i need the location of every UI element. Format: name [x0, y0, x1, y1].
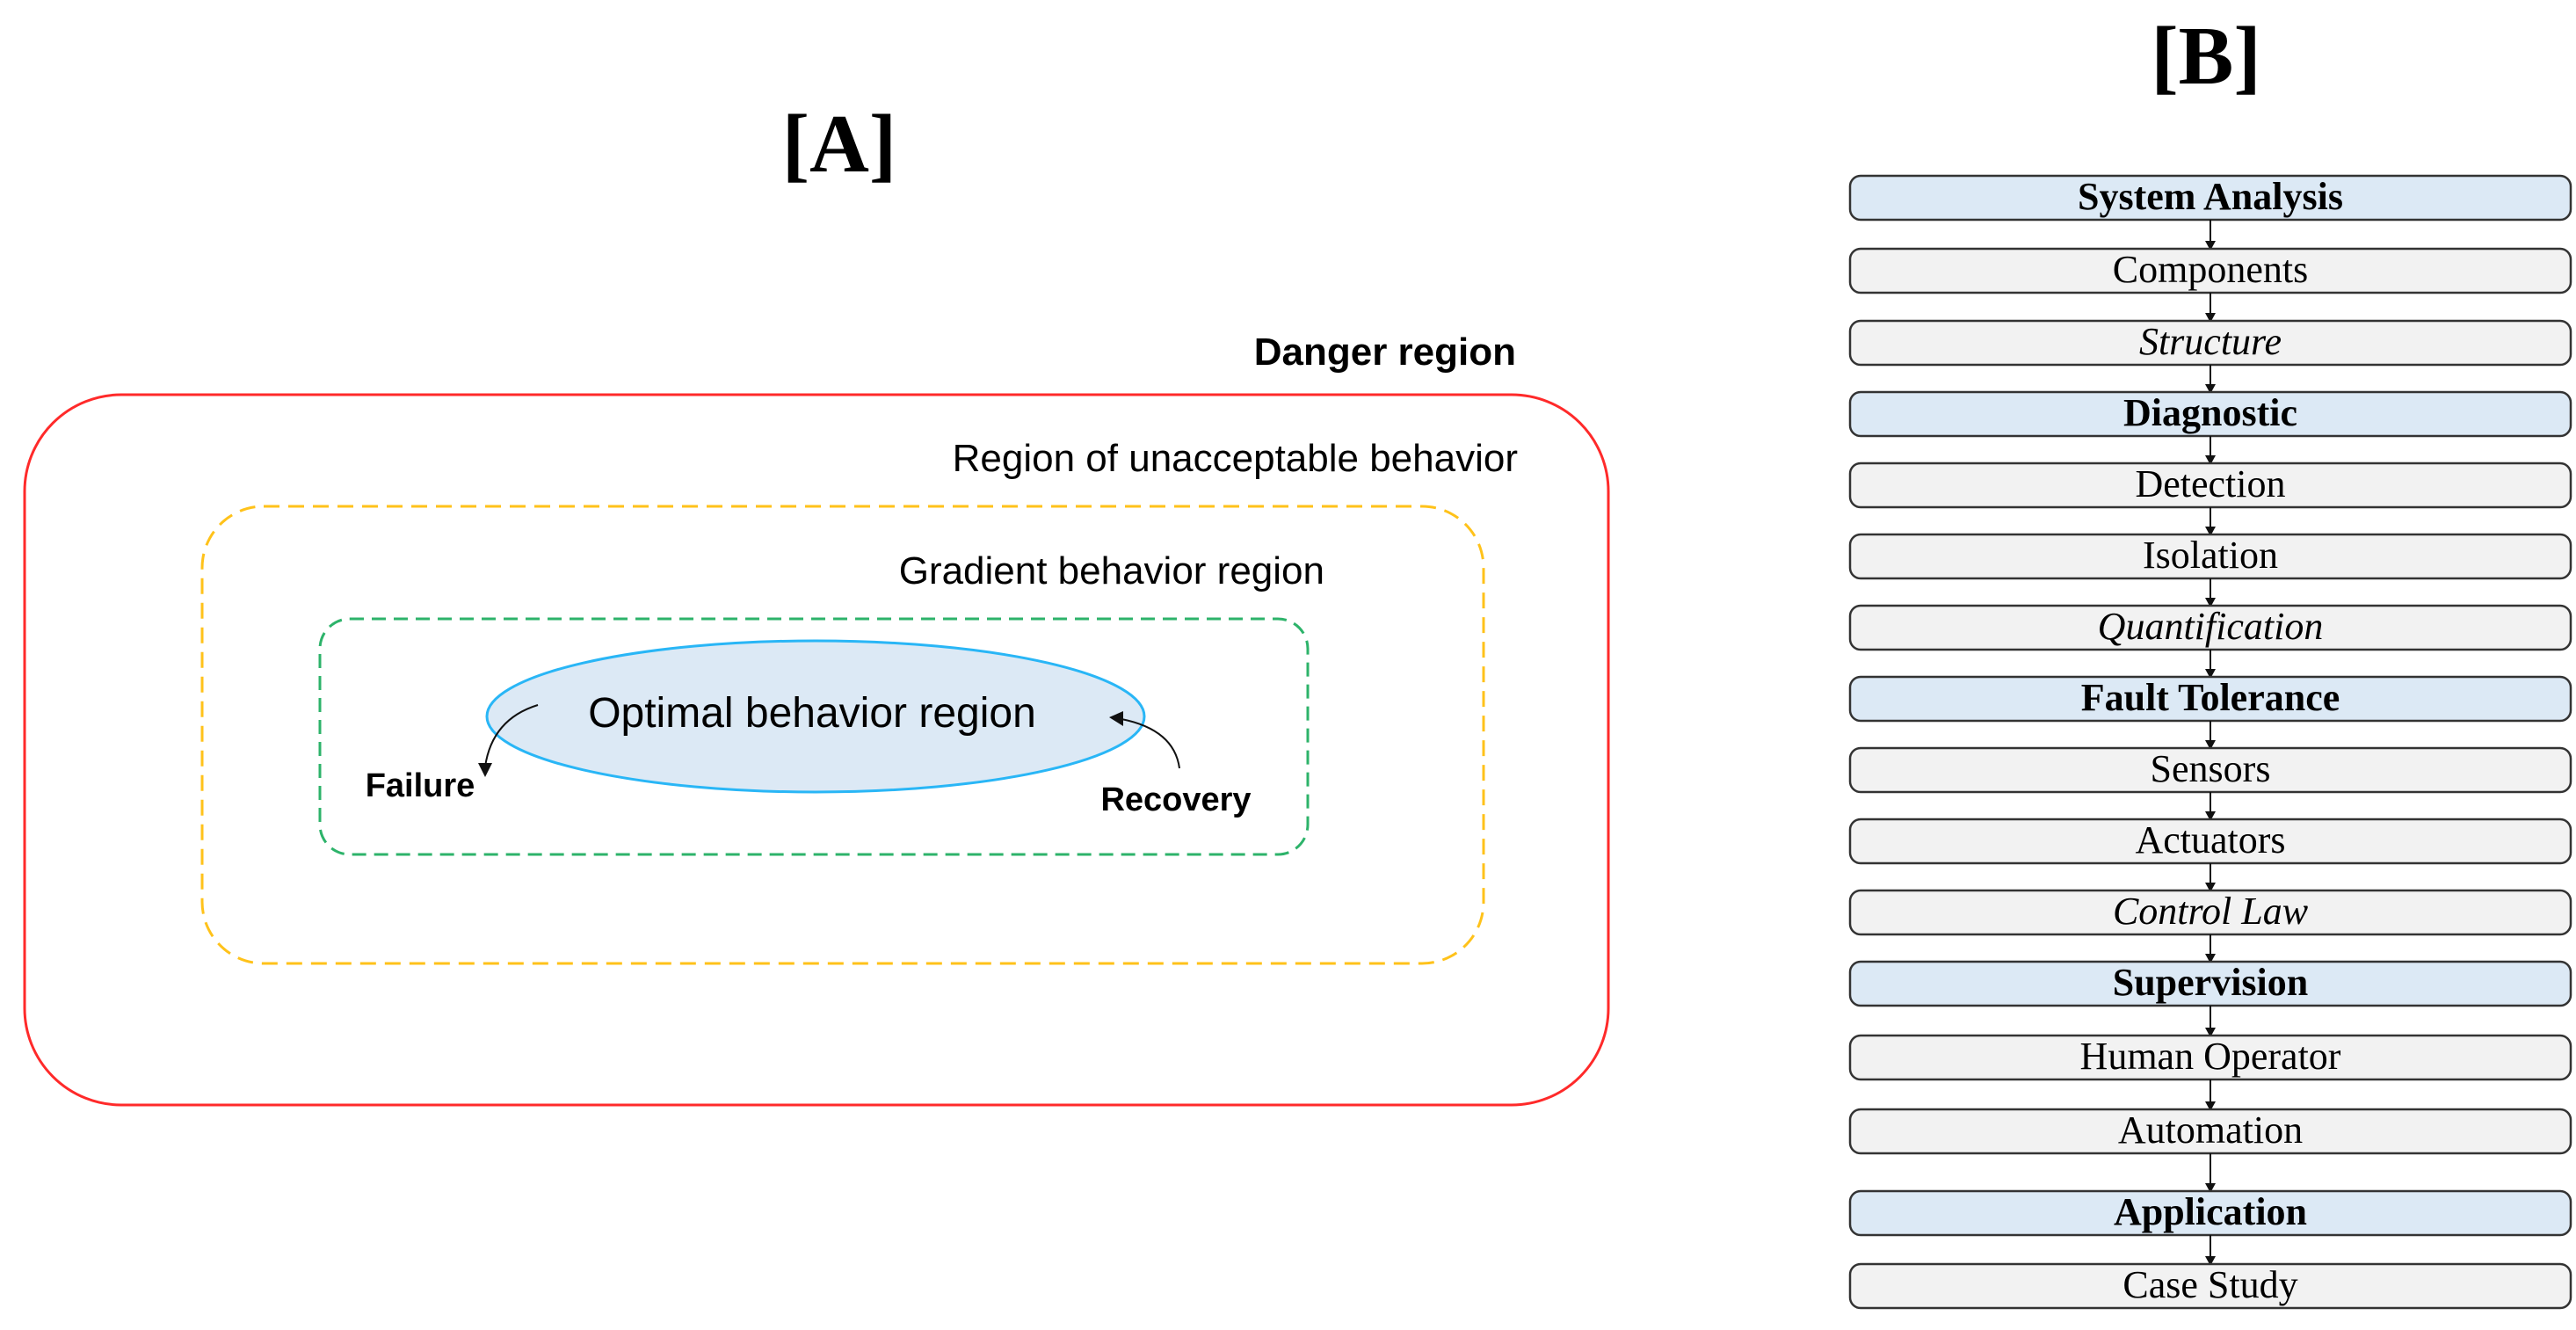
flow-arrow [2205, 578, 2216, 607]
step-isolation: Isolation [1848, 533, 2572, 580]
unacceptable-region-label: Region of unacceptable behavior [953, 437, 1518, 480]
step-detection: Detection [1848, 462, 2572, 509]
step-actuators: Actuators [1848, 818, 2572, 865]
step-human-operator: Human Operator [1848, 1034, 2572, 1081]
flow-arrow [2205, 721, 2216, 750]
step-label: System Analysis [2078, 175, 2343, 218]
step-quantification: Quantification [1848, 604, 2572, 651]
step-label: Application [2114, 1190, 2307, 1233]
flow-arrow [2205, 1235, 2216, 1266]
step-label: Actuators [2135, 818, 2285, 861]
gradient-region-box [318, 617, 1310, 856]
optimal-region-label: Optimal behavior region [588, 690, 1036, 737]
step-label: Detection [2135, 462, 2285, 505]
step-box [1848, 1262, 2572, 1310]
flow-arrow [2205, 650, 2216, 679]
flow-arrow [2205, 220, 2216, 251]
step-label: Diagnostic [2123, 391, 2297, 434]
recovery-arrow [1121, 718, 1180, 769]
step-components: Components [1848, 247, 2572, 294]
danger-region-box [23, 393, 1610, 1107]
panel-a-label: [A] [782, 98, 897, 190]
step-case-study: Case Study [1848, 1262, 2572, 1310]
step-application: Application [1848, 1189, 2572, 1237]
unacceptable-region-box [200, 505, 1485, 965]
failure-label: Failure [366, 767, 475, 804]
step-label: Supervision [2113, 961, 2309, 1004]
step-label: Case Study [2122, 1263, 2297, 1306]
step-label: Quantification [2098, 605, 2324, 648]
optimal-region-ellipse [485, 639, 1146, 794]
panel-b-label: [B] [2151, 11, 2260, 102]
step-label: Human Operator [2080, 1035, 2341, 1078]
step-label: Sensors [2151, 747, 2271, 790]
process-flow: System AnalysisComponentsStructureDiagno… [1848, 174, 2572, 1310]
flow-arrow [2205, 1153, 2216, 1193]
step-fault-tolerance: Fault Tolerance [1848, 675, 2572, 723]
danger-region-label: Danger region [1254, 331, 1516, 374]
recovery-label: Recovery [1100, 781, 1251, 818]
flow-arrow [2205, 1079, 2216, 1111]
gradient-region-label: Gradient behavior region [899, 549, 1324, 592]
step-automation: Automation [1848, 1108, 2572, 1155]
flow-arrow [2205, 1006, 2216, 1037]
flow-arrow [2205, 507, 2216, 536]
panel-b: [B] System AnalysisComponentsStructureDi… [1848, 11, 2572, 1310]
step-label: Fault Tolerance [2081, 676, 2340, 719]
panel-a: [A] Danger region Region of unacceptable… [23, 98, 1610, 1107]
step-label: Structure [2139, 320, 2282, 363]
flow-arrow [2205, 792, 2216, 821]
failure-arrow [484, 704, 539, 767]
step-label: Automation [2118, 1108, 2303, 1152]
step-label: Components [2113, 248, 2308, 291]
flow-arrow [2205, 934, 2216, 963]
step-label: Isolation [2143, 534, 2278, 577]
failure-arrowhead [478, 763, 492, 777]
flow-arrow [2205, 365, 2216, 394]
step-diagnostic: Diagnostic [1848, 390, 2572, 438]
flow-arrow [2205, 436, 2216, 465]
step-label: Control Law [2113, 890, 2309, 933]
step-structure: Structure [1848, 319, 2572, 367]
flow-arrow [2205, 863, 2216, 892]
step-sensors: Sensors [1848, 746, 2572, 794]
flow-arrow [2205, 293, 2216, 323]
step-system-analysis: System Analysis [1848, 174, 2572, 222]
step-supervision: Supervision [1848, 960, 2572, 1007]
step-control-law: Control Law [1848, 889, 2572, 936]
recovery-arrowhead [1109, 711, 1123, 726]
